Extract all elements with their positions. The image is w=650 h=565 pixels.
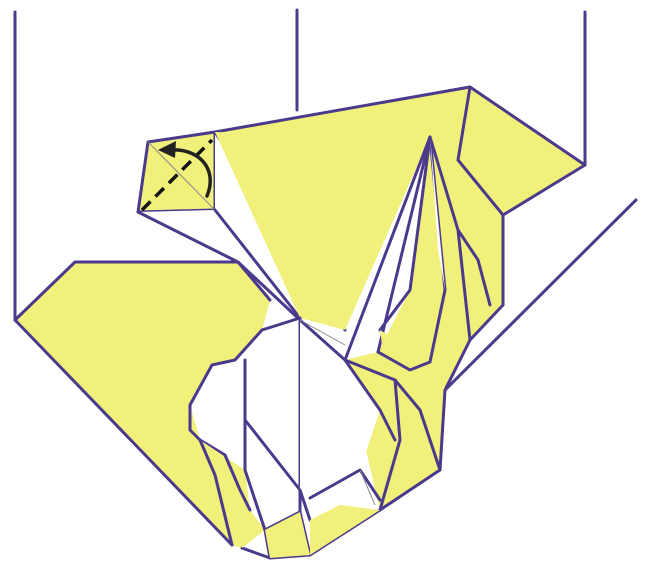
corner-square-flap	[138, 132, 215, 212]
